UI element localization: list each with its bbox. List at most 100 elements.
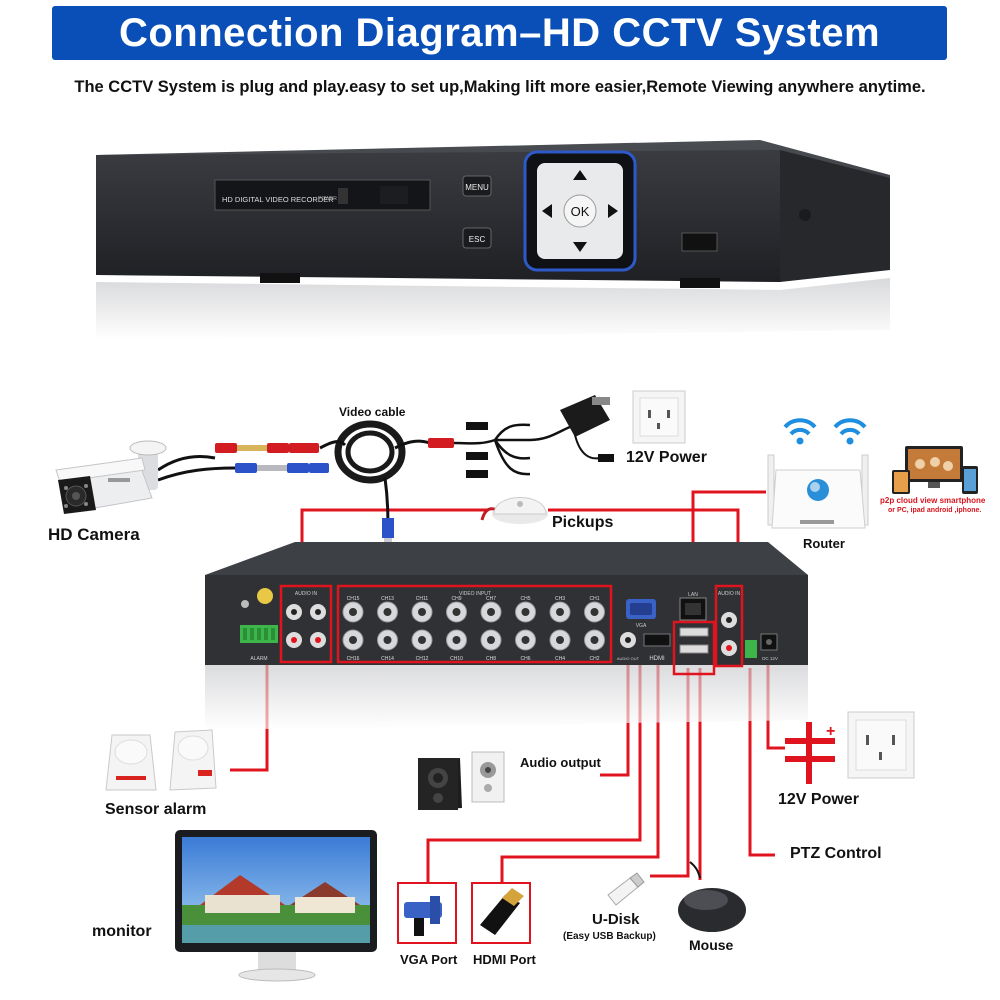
esc-button-label: ESC xyxy=(469,235,486,244)
ok-button-label: OK xyxy=(571,204,590,219)
bnc-connector-pin xyxy=(418,636,426,644)
left-arrow-icon[interactable] xyxy=(542,204,552,218)
audio-in-right-label: AUDIO IN xyxy=(718,591,741,597)
channel-label: CH13 xyxy=(381,596,394,602)
monitor-label: monitor xyxy=(92,923,152,940)
bnc-connector-pin xyxy=(418,608,426,616)
pickups-label: Pickups xyxy=(552,514,614,531)
mouse-device xyxy=(678,861,746,932)
channel-label: CH12 xyxy=(416,656,429,662)
pickup-microphone xyxy=(480,497,548,524)
smart-devices xyxy=(892,446,978,494)
right-arrow-icon[interactable] xyxy=(608,204,618,218)
up-arrow-icon[interactable] xyxy=(573,170,587,180)
vga-port-label: VGA Port xyxy=(400,952,458,967)
lan-label: LAN xyxy=(688,592,698,598)
audio-output-label: Audio output xyxy=(520,755,601,770)
bnc-connector-pin xyxy=(349,608,357,616)
u-disk-label: U-Disk xyxy=(592,911,640,928)
bnc-connector-pin xyxy=(521,636,530,644)
video-input-label: VIDEO INPUT xyxy=(459,591,491,597)
bnc-connector-pin xyxy=(556,636,564,644)
title-banner: Connection Diagram–HD CCTV System xyxy=(0,0,1000,62)
p2p-label-line1: p2p cloud view smartphone xyxy=(880,496,986,505)
bnc-connector-pin xyxy=(452,636,461,644)
hdmi-port-label: HDMI Port xyxy=(473,952,536,967)
audio-out-label: AUDIO OUT xyxy=(617,656,640,661)
router xyxy=(767,418,869,529)
hd-camera-label: HD Camera xyxy=(48,525,140,544)
bnc-row-top: CH15 CH13 CH11 CH9 CH7 CH5 CH3 CH1 xyxy=(342,596,605,623)
bnc-connector-pin xyxy=(556,608,564,616)
connection-wires xyxy=(230,490,785,885)
dvr-model-label: HD DIGITAL VIDEO RECORDER xyxy=(222,195,334,204)
channel-label: CH1 xyxy=(589,596,599,602)
vga-label: VGA xyxy=(636,623,647,629)
hdmi-label: HDMI xyxy=(649,656,665,662)
audio-in-right-box xyxy=(714,584,744,668)
sensor-alarm-label: Sensor alarm xyxy=(105,801,207,818)
esc-button[interactable] xyxy=(462,227,492,249)
router-label: Router xyxy=(803,536,845,551)
sensor-alarm-devices xyxy=(105,729,217,791)
audio-in-left-box xyxy=(279,584,333,664)
hdmi-port-box xyxy=(471,882,531,944)
bnc-connector-pin xyxy=(383,636,392,644)
monitor-device xyxy=(175,830,377,982)
video-cable-assembly xyxy=(157,395,614,560)
ok-button[interactable] xyxy=(563,194,597,228)
channel-label: CH5 xyxy=(520,596,530,602)
page-subtitle: The CCTV System is plug and play.easy to… xyxy=(74,78,926,96)
power-outlet-top xyxy=(632,390,686,444)
p2p-label-line2: or PC, ipad android ,iphone. xyxy=(888,507,982,514)
mouse-label: Mouse xyxy=(689,937,734,953)
alarm-label: ALARM xyxy=(250,656,267,662)
bnc-connector-pin xyxy=(487,608,495,616)
speakers xyxy=(418,751,505,810)
audio-in-left-label: AUDIO IN xyxy=(295,591,318,597)
channel-label: CH14 xyxy=(381,656,394,662)
channel-label: CH3 xyxy=(555,596,565,602)
bnc-connector-pin xyxy=(521,608,530,616)
channel-label: CH16 xyxy=(347,656,360,662)
power-outlet-right xyxy=(847,711,915,779)
channel-label: CH9 xyxy=(451,596,461,602)
svg-text:+: + xyxy=(826,723,835,740)
channel-label: CH2 xyxy=(589,656,599,662)
bnc-connector-pin xyxy=(383,608,392,616)
channel-label: CH7 xyxy=(486,596,496,602)
video-cable-label: Video cable xyxy=(339,405,406,419)
page-title: Connection Diagram–HD CCTV System xyxy=(118,11,881,55)
channel-label: CH15 xyxy=(347,596,360,602)
hd-camera xyxy=(55,440,167,514)
bnc-row-bottom: CH16 CH14 CH12 CH10 CH8 CH6 CH4 CH2 xyxy=(342,629,605,662)
u-disk-device xyxy=(607,872,645,906)
title-banner-bar xyxy=(52,6,947,60)
bnc-connector-pin xyxy=(487,636,495,644)
channel-label: CH4 xyxy=(555,656,565,662)
channel-label: CH8 xyxy=(486,656,496,662)
power-top-label: 12V Power xyxy=(626,449,707,466)
dc12v-label: DC 12V xyxy=(762,656,778,661)
menu-button[interactable] xyxy=(462,175,492,197)
video-input-box xyxy=(336,584,613,664)
ptz-control-label: PTZ Control xyxy=(790,845,882,862)
dvr-power-label: POWER xyxy=(318,196,337,202)
bnc-connector-pin xyxy=(590,636,599,644)
channel-label: CH11 xyxy=(416,596,429,602)
dvr-rear: CH15 CH13 CH11 CH9 CH7 CH5 CH3 CH1 CH16 CH14 CH12… xyxy=(205,542,808,730)
u-disk-sub-label: (Easy USB Backup) xyxy=(563,931,656,942)
bnc-connector-pin xyxy=(452,608,461,616)
bnc-connector-pin xyxy=(590,608,599,616)
dvr-front: HD DIGITAL VIDEO RECORDER POWER MENU ESC… xyxy=(96,140,890,340)
usb-box xyxy=(672,620,716,676)
dc-power-symbol: + xyxy=(785,722,835,784)
vga-port-box xyxy=(397,882,457,944)
power-right-label: 12V Power xyxy=(778,791,859,808)
down-arrow-icon[interactable] xyxy=(573,242,587,252)
channel-label: CH10 xyxy=(450,656,463,662)
menu-button-label: MENU xyxy=(465,183,489,192)
channel-label: CH6 xyxy=(520,656,530,662)
bnc-connector-pin xyxy=(349,636,357,644)
